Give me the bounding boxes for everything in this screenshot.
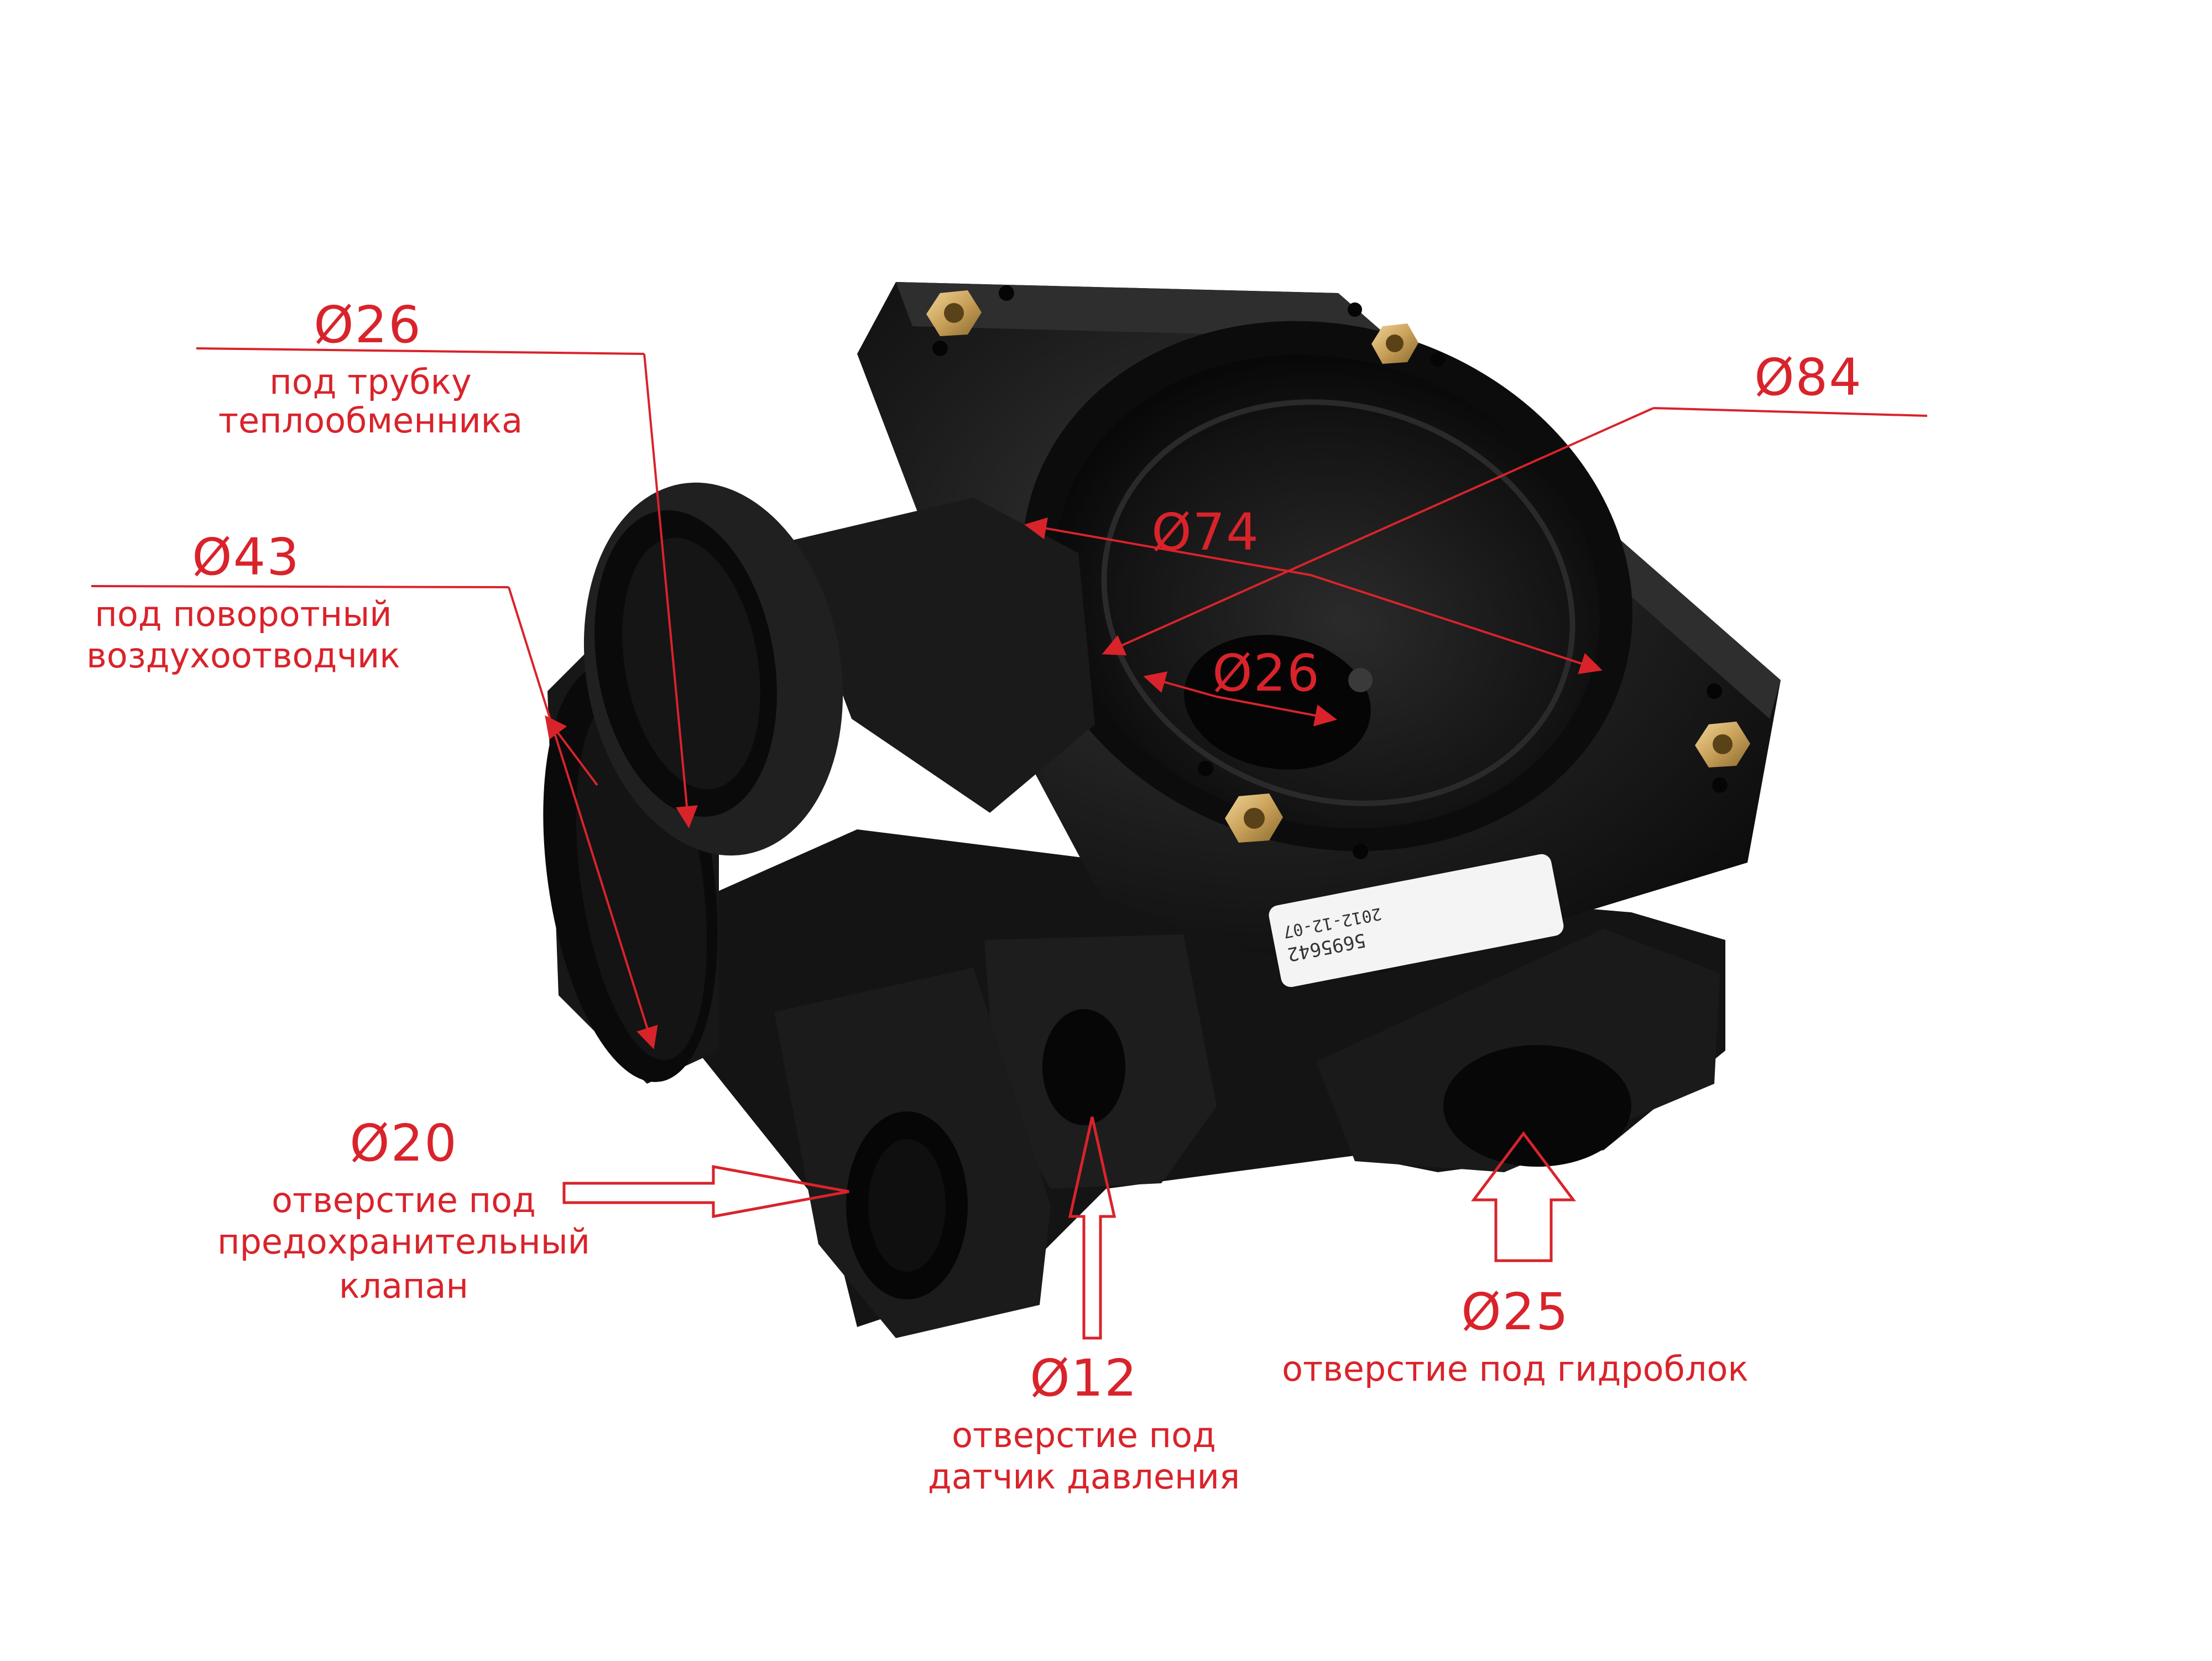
arrow-d26-inner-b [1216,696,1337,727]
desc-d20-line1: отверстие под [272,1180,536,1220]
desc-d26-top-line1: под трубку [269,362,472,402]
arrow-d26-top [643,353,698,828]
dim-d26-top: Ø26 [314,295,422,354]
dim-d43: Ø43 [192,527,300,587]
arrow-d12 [1068,1116,1117,1340]
desc-d43-line2: воздухоотводчик [86,635,400,676]
desc-d43-line1: под поворотный [95,594,392,634]
dim-d20: Ø20 [349,1114,458,1173]
dim-d84: Ø84 [1754,348,1863,407]
desc-d25-line1: отверстие под гидроблок [1282,1349,1749,1389]
desc-d20-line3: клапан [338,1266,469,1306]
arrow-d26-inner-a [1143,671,1217,698]
arrow-d43-start [545,715,598,786]
desc-d26-top-line2: теплообменника [218,400,523,441]
dim-d12: Ø12 [1030,1349,1138,1408]
desc-d20-line2: предохранительный [217,1221,590,1262]
arrow-d20 [562,1164,849,1219]
arrow-d25 [1471,1131,1576,1262]
heat-exchanger-port [583,482,1095,856]
arrow-d43 [508,587,658,1049]
dim-d74: Ø74 [1151,503,1260,562]
housing-flange: 5695642 2012-12-07 [857,282,1781,988]
annotation-lines [91,347,1928,1340]
desc-d12-line1: отверстие под [952,1415,1216,1455]
dim-d25: Ø25 [1461,1282,1569,1341]
arrow-d74-b [1310,574,1603,675]
arrow-d74-a [1024,517,1311,576]
leader-d43 [91,585,509,588]
desc-d12-line2: датчик давления [927,1456,1240,1497]
dim-d26-inner: Ø26 [1212,644,1321,703]
label-sticker: 5695642 2012-12-07 [1269,854,1564,988]
arrow-d84 [1102,407,1654,656]
leader-d84 [1653,407,1928,417]
leader-d26-top [196,347,645,355]
